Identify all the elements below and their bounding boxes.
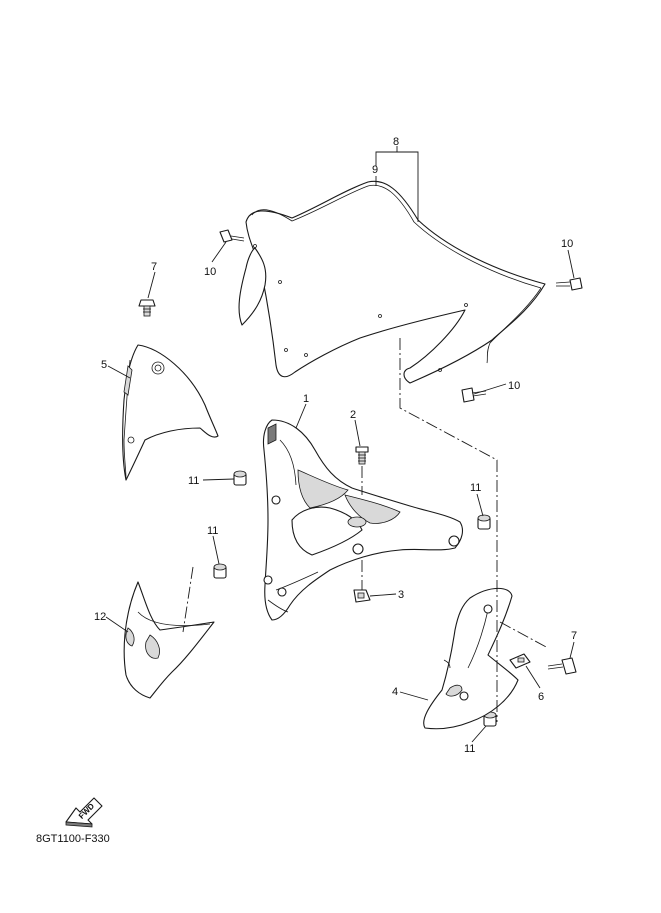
hole-mark: [278, 280, 282, 284]
collar-11-right-top: [477, 514, 491, 530]
bolt-10-top-left: [219, 229, 245, 243]
grommet: [151, 361, 165, 375]
callout-11-left: 11: [207, 525, 218, 537]
callout-9: 9: [372, 164, 378, 176]
diagram-reference-code: 8GT1100-F330: [36, 833, 110, 845]
grommet: [127, 436, 135, 444]
callout-10-top-right: 10: [561, 238, 573, 250]
grommet: [459, 691, 469, 701]
alignment-lines: [182, 338, 549, 722]
windshield: [238, 180, 546, 384]
fwd-arrow-icon: FWD: [65, 797, 103, 828]
screw-7-left: [138, 299, 156, 317]
callout-labels: 8 9 10 10 10 7 5 1 2 11 11 11 3 12 7 6 4…: [94, 136, 577, 755]
collar-11-center: [233, 470, 247, 486]
bolt-10-bottom: [461, 387, 487, 403]
callout-5: 5: [101, 359, 107, 371]
callout-11-right-bottom: 11: [464, 743, 475, 755]
grommet-inner: [154, 364, 162, 372]
side-panel-right: [423, 587, 519, 730]
hole-mark: [253, 244, 257, 248]
grommet: [483, 604, 493, 614]
callout-10-top-left: 10: [204, 266, 216, 278]
collar-11-right-bottom: [483, 711, 497, 727]
callout-11-center: 11: [188, 475, 199, 487]
callout-6: 6: [538, 691, 544, 703]
side-cover-left: [122, 344, 219, 481]
hole-mark: [284, 348, 288, 352]
callout-7-right: 7: [571, 630, 577, 642]
grommet: [448, 535, 460, 547]
bolt-10-top-right: [555, 277, 583, 291]
hole-mark: [304, 353, 308, 357]
screw-2: [355, 446, 369, 495]
front-lower-cowl: [123, 581, 215, 699]
collar-11-left: [213, 563, 227, 579]
grommet: [263, 575, 273, 585]
clip-6: [509, 653, 531, 669]
hole-mark: [464, 303, 468, 307]
hole-mark: [378, 314, 382, 318]
leader-lines: [105, 146, 575, 743]
screw-7-right: [547, 657, 577, 675]
callout-1: 1: [303, 393, 309, 405]
callout-4: 4: [392, 686, 398, 698]
callout-2: 2: [350, 409, 356, 421]
callout-11-right-top: 11: [470, 482, 481, 494]
callout-7-left: 7: [151, 261, 157, 273]
callout-8: 8: [393, 136, 399, 148]
nut-3: [353, 560, 371, 603]
hole-mark: [438, 368, 442, 372]
callout-3: 3: [398, 589, 404, 601]
upper-cowling: [262, 419, 464, 621]
grommet: [352, 543, 364, 555]
grommet: [271, 495, 281, 505]
grommet: [277, 587, 287, 597]
callout-12: 12: [94, 611, 106, 623]
callout-10-bottom: 10: [508, 380, 520, 392]
